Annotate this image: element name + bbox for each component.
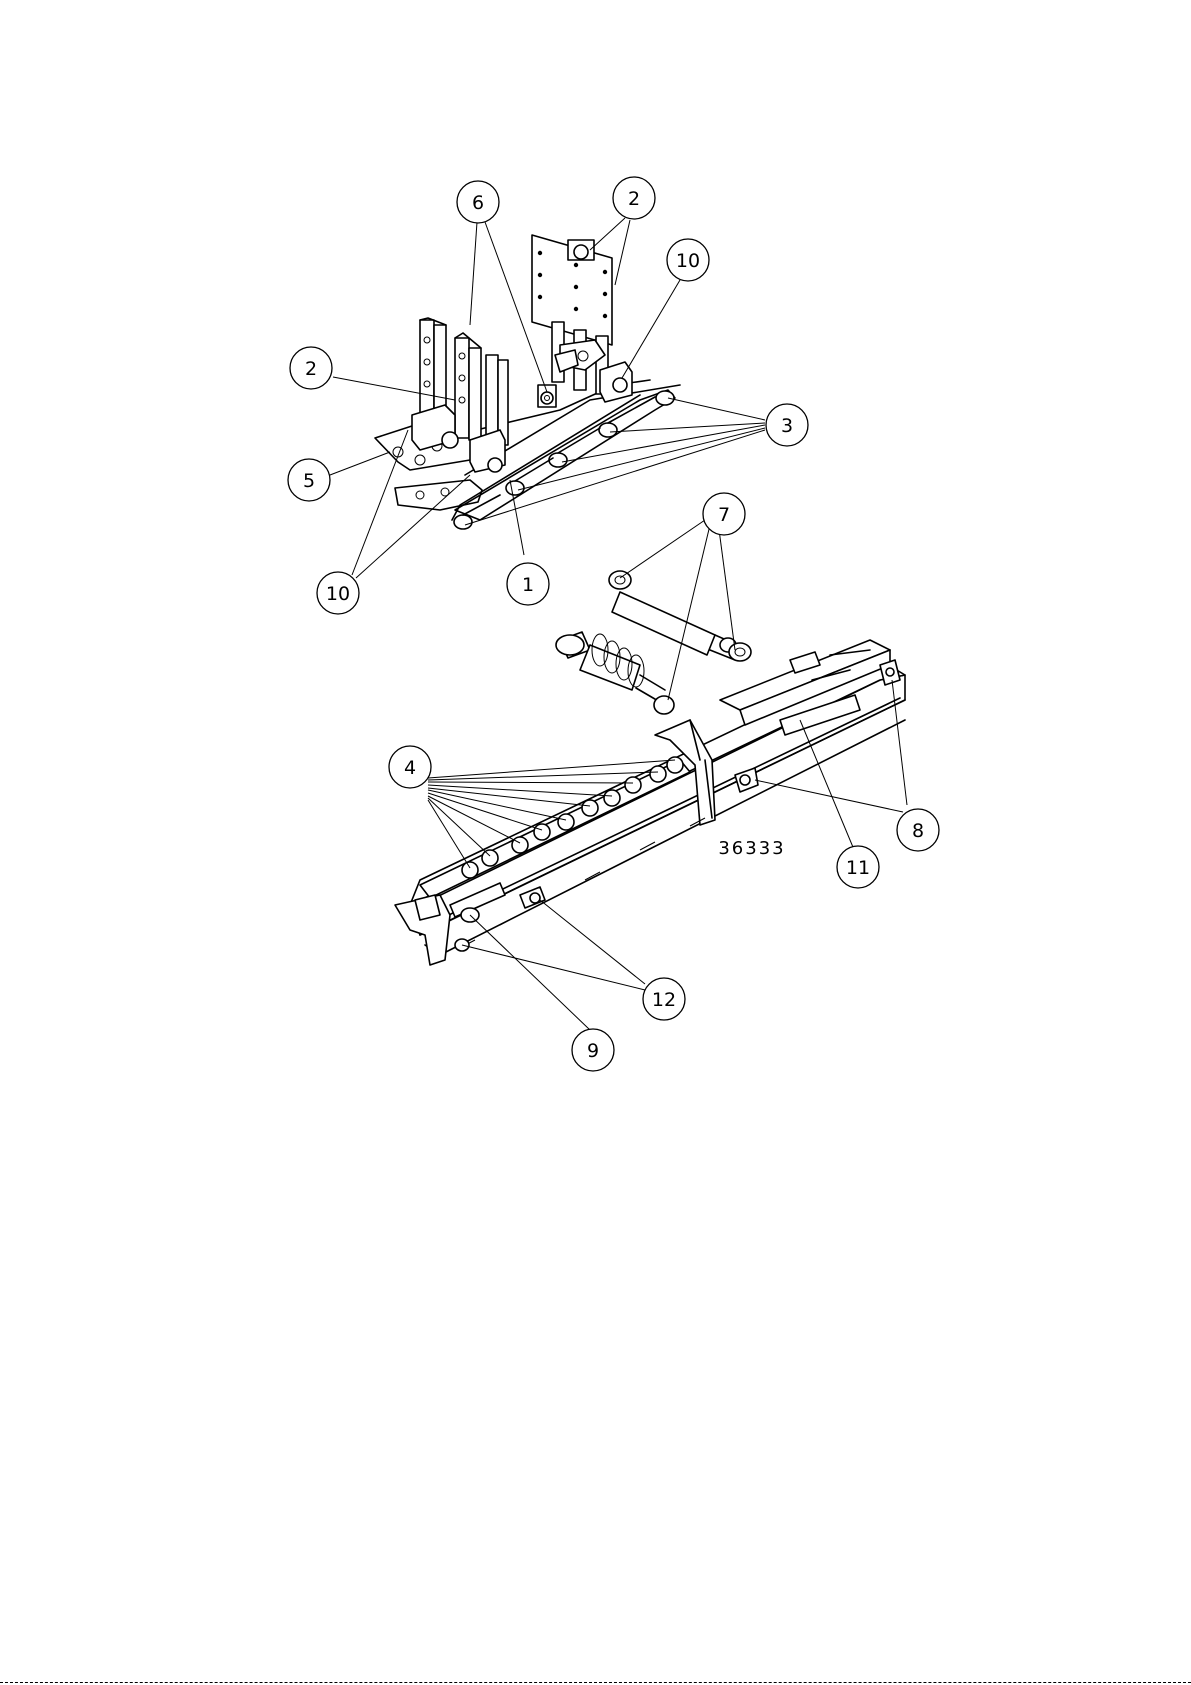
callout-1: 1 xyxy=(507,563,549,605)
svg-text:1: 1 xyxy=(522,574,534,596)
callout-7: 7 xyxy=(703,493,745,535)
svg-text:11: 11 xyxy=(846,857,870,879)
svg-text:10: 10 xyxy=(326,583,350,605)
svg-text:7: 7 xyxy=(718,504,730,526)
callout-8: 8 xyxy=(897,809,939,851)
callout-6: 6 xyxy=(457,181,499,223)
lower-assembly xyxy=(395,632,905,965)
svg-text:2: 2 xyxy=(305,358,317,380)
svg-text:9: 9 xyxy=(587,1040,599,1062)
svg-text:5: 5 xyxy=(303,470,315,492)
svg-text:3: 3 xyxy=(781,415,793,437)
callout-2-top: 2 xyxy=(613,177,655,219)
upper-assembly xyxy=(375,235,680,529)
callout-12: 12 xyxy=(643,978,685,1020)
svg-text:6: 6 xyxy=(472,192,484,214)
callout-10-bottom: 10 xyxy=(317,572,359,614)
callout-3: 3 xyxy=(766,404,808,446)
callout-10-top: 10 xyxy=(667,239,709,281)
page-bottom-border xyxy=(0,1682,1191,1683)
hydraulic-cylinder xyxy=(609,571,751,661)
svg-text:10: 10 xyxy=(676,250,700,272)
callout-5: 5 xyxy=(288,459,330,501)
svg-text:8: 8 xyxy=(912,820,924,842)
callout-4: 4 xyxy=(389,746,431,788)
svg-text:2: 2 xyxy=(628,188,640,210)
drawing-reference-number: 36333 xyxy=(718,838,785,859)
callout-11: 11 xyxy=(837,846,879,888)
svg-text:4: 4 xyxy=(404,757,416,779)
svg-text:12: 12 xyxy=(652,989,676,1011)
callout-9: 9 xyxy=(572,1029,614,1071)
callout-2-left: 2 xyxy=(290,347,332,389)
